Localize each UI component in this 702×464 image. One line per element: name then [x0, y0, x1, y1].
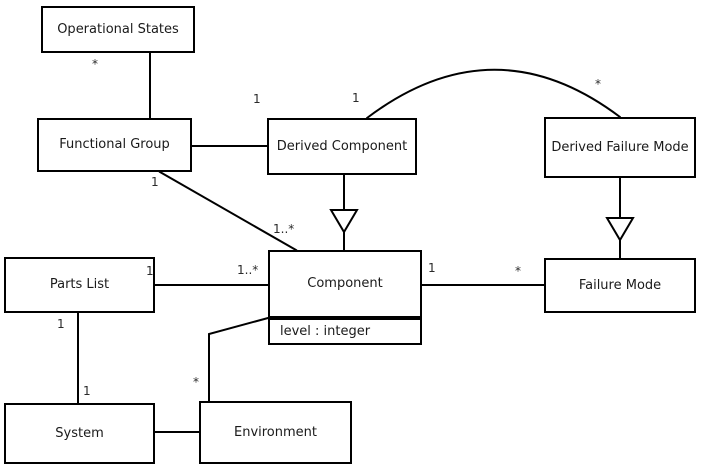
edge-e-env-component: [208, 316, 270, 402]
class-box-component[interactable]: Component: [268, 250, 422, 318]
edge-e-dfm-generalization: [605, 177, 635, 259]
multiplicity-m-component-fg: 1..*: [273, 222, 295, 236]
multiplicity-m-env-component: *: [193, 375, 199, 389]
class-attribute-component-0: level : integer: [268, 318, 422, 345]
class-name-environment: Environment: [233, 424, 317, 440]
class-box-parts-list[interactable]: Parts List: [4, 257, 155, 313]
multiplicity-m-system-partslist: 1: [83, 384, 91, 398]
edge-e-dc-dfm: [366, 68, 621, 119]
class-box-derived-component[interactable]: Derived Component: [267, 118, 417, 175]
class-box-environment[interactable]: Environment: [199, 401, 352, 464]
class-box-operational-states[interactable]: Operational States: [41, 6, 195, 53]
class-box-functional-group[interactable]: Functional Group: [37, 118, 192, 172]
class-name-functional-group: Functional Group: [59, 137, 170, 153]
class-box-derived-failure-mode[interactable]: Derived Failure Mode: [544, 117, 696, 178]
multiplicity-m-component-fm: 1: [428, 261, 436, 275]
multiplicity-m-fg-dc: 1: [253, 92, 261, 106]
edge-e-dc-generalization: [329, 174, 359, 251]
class-name-parts-list: Parts List: [49, 277, 110, 293]
class-name-failure-mode: Failure Mode: [578, 277, 662, 293]
class-name-operational-states: Operational States: [57, 21, 179, 37]
multiplicity-m-fm-component: *: [515, 264, 521, 278]
multiplicity-m-fg-component: 1: [151, 175, 159, 189]
class-box-failure-mode[interactable]: Failure Mode: [544, 258, 696, 313]
multiplicity-m-partslist-component: 1: [146, 264, 154, 278]
multiplicity-m-dc-dfm-target: *: [595, 77, 601, 91]
multiplicity-m-component-partslist: 1..*: [237, 263, 259, 277]
edge-e-fg-component: [158, 170, 298, 252]
class-box-system[interactable]: System: [4, 403, 155, 464]
class-name-component: Component: [307, 276, 383, 292]
class-name-derived-failure-mode: Derived Failure Mode: [551, 139, 689, 155]
multiplicity-m-partslist-system: 1: [57, 317, 65, 331]
multiplicity-m-opstates-fg: *: [92, 57, 98, 71]
multiplicity-m-dc-dfm-source: 1: [352, 91, 360, 105]
class-name-derived-component: Derived Component: [276, 138, 408, 154]
class-name-system: System: [55, 425, 104, 441]
